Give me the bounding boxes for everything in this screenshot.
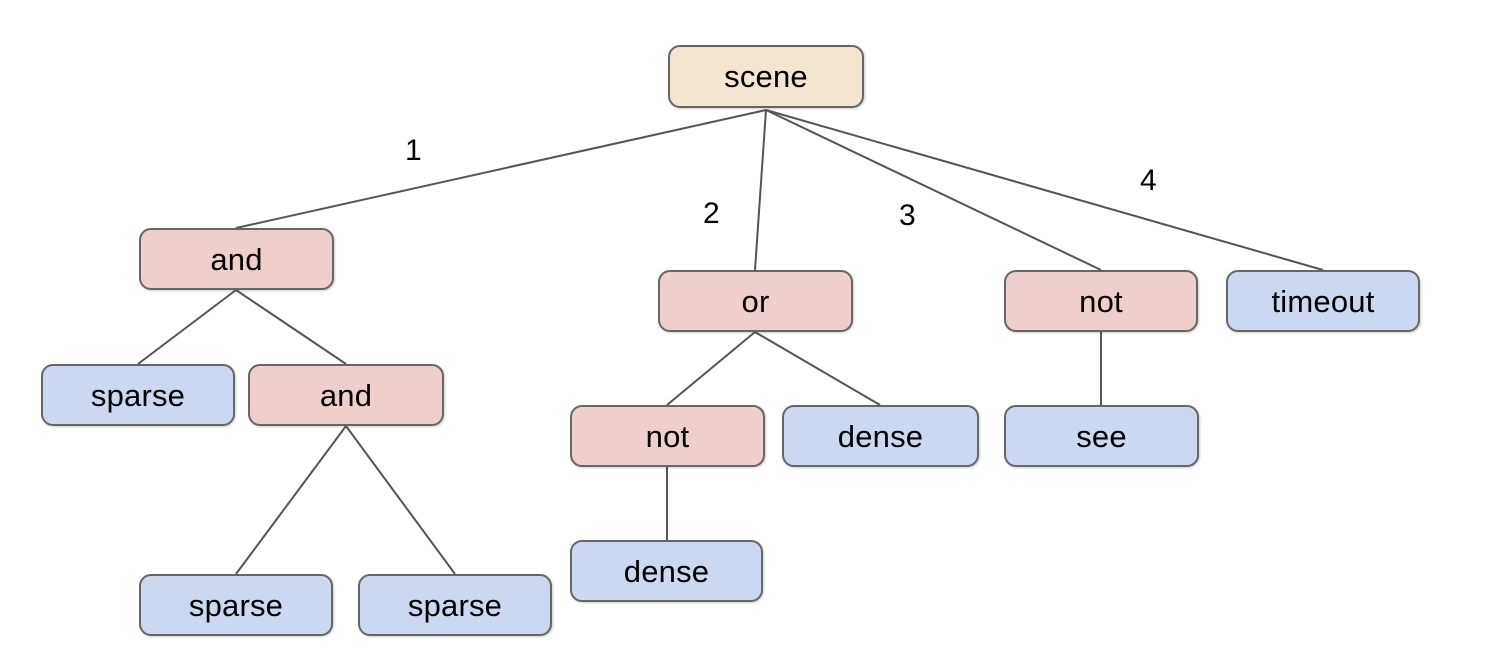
- edge-label-2: 2: [703, 197, 720, 230]
- edge-label-3: 3: [899, 199, 916, 232]
- tree-node-scene[interactable]: scene: [668, 45, 864, 108]
- tree-edge-scene-to-timeout1: [765, 109, 1324, 271]
- tree-node-and2[interactable]: and: [248, 364, 444, 426]
- tree-edge-or1-to-dense1: [754, 331, 881, 406]
- edge-label-4: 4: [1140, 164, 1157, 197]
- tree-node-sparse3[interactable]: sparse: [358, 574, 552, 636]
- tree-node-and1[interactable]: and: [139, 228, 334, 290]
- tree-edge-or1-to-not2: [666, 331, 756, 406]
- tree-edge-scene-to-not1: [765, 109, 1102, 271]
- tree-edge-and2-to-sparse2: [235, 425, 347, 575]
- tree-edge-and2-to-sparse3: [345, 425, 456, 575]
- tree-node-timeout1[interactable]: timeout: [1226, 270, 1420, 332]
- tree-node-see1[interactable]: see: [1004, 405, 1199, 467]
- tree-node-dense1[interactable]: dense: [782, 405, 979, 467]
- tree-node-sparse2[interactable]: sparse: [139, 574, 333, 636]
- tree-edge-scene-to-and1: [235, 109, 767, 229]
- tree-node-or1[interactable]: or: [658, 270, 853, 332]
- edge-label-1: 1: [405, 134, 422, 167]
- tree-node-not1[interactable]: not: [1004, 270, 1198, 332]
- tree-edge-scene-to-or1: [754, 109, 767, 271]
- tree-node-not2[interactable]: not: [570, 405, 765, 467]
- tree-edge-and1-to-sparse1: [137, 289, 237, 365]
- tree-node-dense2[interactable]: dense: [570, 540, 763, 602]
- tree-edge-and1-to-and2: [235, 289, 347, 365]
- tree-node-sparse1[interactable]: sparse: [41, 364, 235, 426]
